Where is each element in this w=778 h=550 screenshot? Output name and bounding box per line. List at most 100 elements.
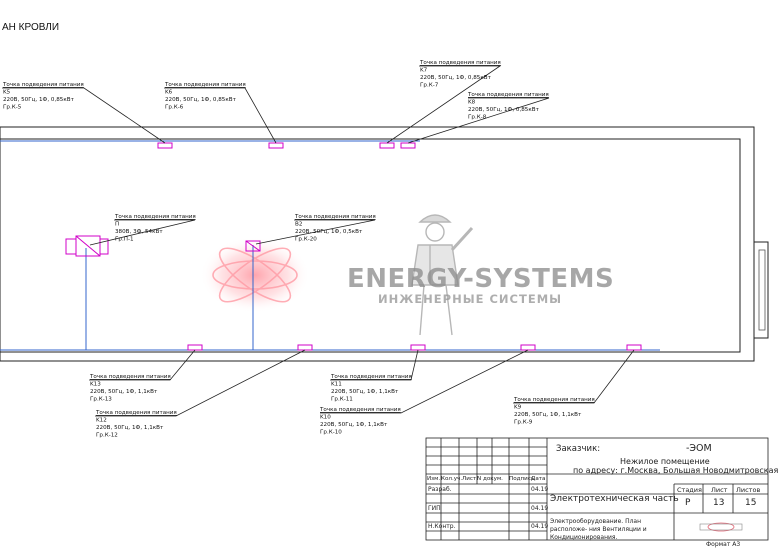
callout-code: K9 [514,405,522,411]
sheet-title: АН КРОВЛИ [2,22,60,33]
callout-code: K8 [468,100,476,106]
callout-spec: 220В, 50Гц, 1Ф, 0,5кВт [295,229,363,235]
callout-spec: 220В, 50Гц, 1Ф, 1,1кВт [514,412,582,418]
callout-title: Точка подведения питания [164,82,246,88]
power-point-k5 [157,142,173,149]
power-point-k7 [379,142,395,149]
customer-label: Заказчик: [556,444,601,454]
callout-group: Гр.К-13 [90,397,112,403]
callout-group: Гр.К-7 [420,83,439,89]
ventilation-unit-p [65,235,109,257]
callout-group: Гр.К-6 [165,105,184,111]
callout-group: Гр.К-5 [3,105,22,111]
role-razrab: Разраб. [428,486,452,493]
callout-group: Гр.К-10 [320,430,342,436]
date-razrab: 04.19 [531,486,549,493]
header-date: Дата [531,476,546,482]
header-izm: Изм. [427,476,441,482]
role-nkontr: Н.Контр. [428,523,456,530]
callout-code: K10 [320,415,331,421]
callout-title: Точка подведения питания [319,407,401,413]
sheets-value: 15 [745,498,757,508]
callout-code: K6 [165,90,173,96]
callout-title: Точка подведения питания [467,92,549,98]
callout-title: Точка подведения питания [294,214,376,220]
watermark-subtitle: ИНЖЕНЕРНЫЕ СИСТЕМЫ [378,292,563,306]
callout-title: Точка подведения питания [95,410,177,416]
callout-code: K11 [331,382,342,388]
sheet-value: 13 [713,498,725,508]
callout-spec: 220В, 50Гц, 1Ф, 1,1кВт [96,425,164,431]
callout-code: K12 [96,418,107,424]
callout-title: Точка подведения питания [513,397,595,403]
callout-title: Точка подведения питания [419,60,501,66]
callout-code: В2 [295,222,302,228]
header-kol: Кол.уч. [441,476,463,482]
callout-group: Гр.К-9 [514,420,533,426]
sheet-description: Электрооборудование. План расположе- ния… [550,518,647,541]
power-point-k12 [297,344,313,351]
title-block [425,437,769,541]
address-line-2: по адресу: г.Москва, Большая Новодмитров… [573,466,778,475]
watermark-glow [200,237,310,313]
callout-group: Гр.П-1 [115,237,134,243]
callout-spec: 220В, 50Гц, 1Ф, 1,1кВт [331,389,399,395]
watermark-brand: ENERGY-SYSTEMS [347,264,615,294]
callout-group: Гр.К-12 [96,433,118,439]
header-sign: Подпись [509,476,535,482]
section-title: Электротехническая часть [550,494,679,504]
callout-title: Точка подведения питания [89,374,171,380]
power-point-k8 [400,142,416,149]
callout-spec: 220В, 50Гц, 1Ф, 0,85кВт [468,107,540,113]
callout-title: Точка подведения питания [2,82,84,88]
power-point-k13 [187,344,203,351]
callout-spec: 220В, 50Гц, 1Ф, 0,85кВт [165,97,237,103]
callout-group: Гр.К-20 [295,237,317,243]
address-line-1: Нежилое помещение [620,457,710,466]
callout-code: K13 [90,382,101,388]
callout-group: Гр.К-8 [468,115,487,121]
date-nkontr: 04.19 [531,523,549,530]
callout-title: Точка подведения питания [330,374,412,380]
date-gip: 04.19 [531,505,549,512]
callout-title: Точка подведения питания [114,214,196,220]
role-gip: ГИП [428,505,441,512]
callout-code: K5 [3,90,11,96]
customer-code: -ЭОМ [686,443,712,454]
power-point-k9 [626,344,642,351]
engineer-figure-icon [411,214,474,336]
callout-code: П [115,222,119,228]
power-point-k11 [410,344,426,351]
callout-group: Гр.К-11 [331,397,353,403]
callout-spec: 220В, 50Гц, 1Ф, 0,85кВт [420,75,492,81]
callout-spec: 380В, 3Ф, 54кВт [115,229,163,235]
sheets-label: Листов [736,486,761,494]
ventilation-unit-b2 [245,240,261,252]
header-list: Лист [462,476,477,482]
sheet-label: Лист [711,486,728,494]
stage-label: Стадия [677,486,702,494]
callout-spec: 220В, 50Гц, 1Ф, 1,1кВт [90,389,158,395]
stage-value: Р [685,498,691,508]
atom-logo [212,247,298,303]
callout-spec: 220В, 50Гц, 1Ф, 1,1кВт [320,422,388,428]
company-logo-mini [699,522,743,532]
power-point-k6 [268,142,284,149]
header-doc: N докум. [477,476,503,482]
format-label: Формат А3 [706,541,741,548]
power-point-k10 [520,344,536,351]
callout-spec: 220В, 50Гц, 1Ф, 0,85кВт [3,97,75,103]
callout-code: K7 [420,68,428,74]
